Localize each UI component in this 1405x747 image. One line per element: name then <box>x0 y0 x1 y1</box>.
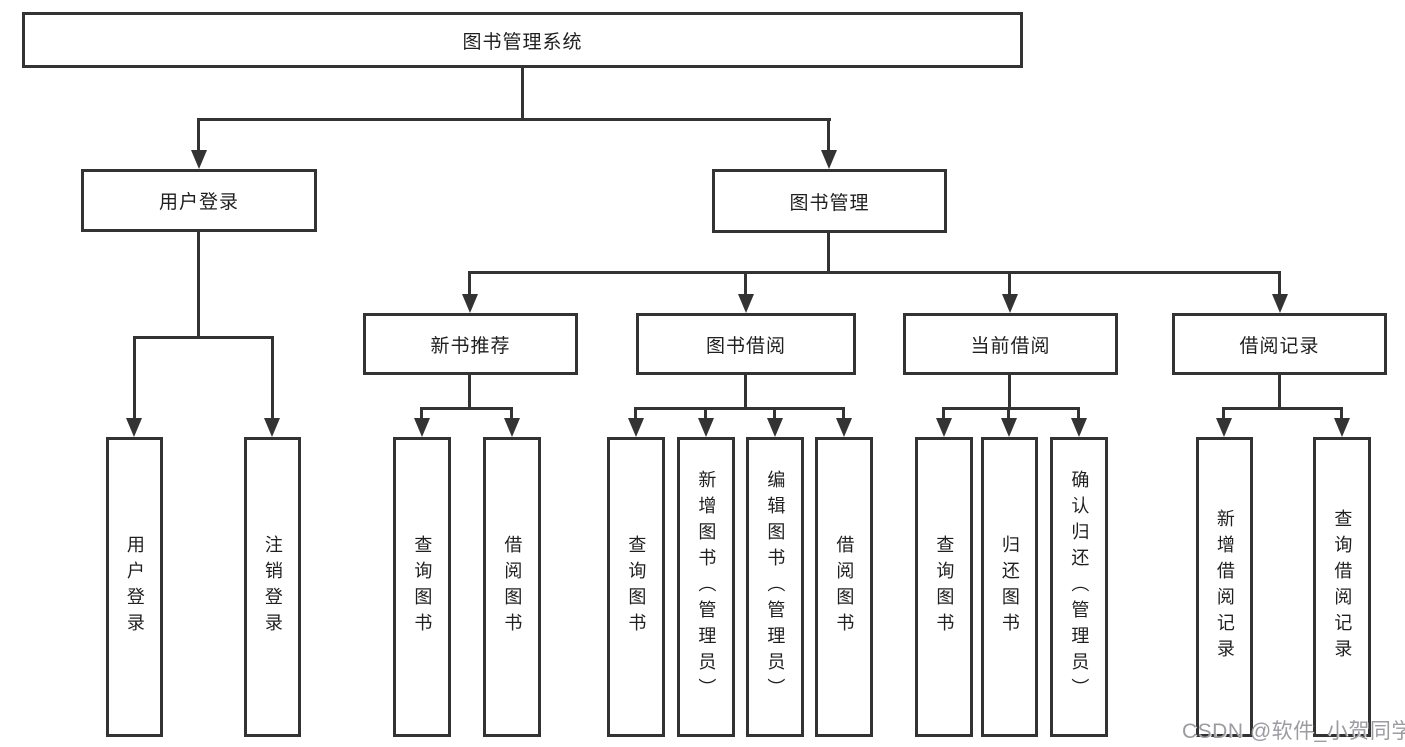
connector-login-stem <box>197 232 200 339</box>
arrow-down-g2-return-book <box>1001 418 1017 437</box>
leaf-recommend-query-books-label: 查询图书 <box>412 535 433 639</box>
connector-g3-stem <box>1278 375 1281 410</box>
arrow-down-g1-edit-book <box>767 418 783 437</box>
connector-level3-bus <box>468 271 1281 274</box>
connector-records-drop <box>1278 271 1281 297</box>
connector-g1-c0-drop <box>634 407 637 421</box>
arrow-down-g3-add-record <box>1216 418 1232 437</box>
arrow-down-g1-add-book <box>698 418 714 437</box>
connector-g3-c0-drop <box>1222 407 1225 421</box>
leaf-borrow-edit-book-admin: 编辑图书（管理员） <box>746 437 804 737</box>
arrow-down-g2-query-books <box>936 418 952 437</box>
node-root-system: 图书管理系统 <box>22 12 1023 68</box>
node-user-login-label: 用户登录 <box>158 192 239 213</box>
leaf-user-login: 用户登录 <box>106 437 163 737</box>
arrow-down-to-login <box>191 150 207 169</box>
connector-borrow-drop <box>744 271 747 297</box>
leaf-current-return-books: 归还图书 <box>981 437 1038 737</box>
arrow-down-g0-borrow-books <box>504 418 520 437</box>
connector-g3-bus <box>1222 407 1343 410</box>
arrow-down-g1-borrow-book <box>836 418 852 437</box>
leaf-borrow-query-books: 查询图书 <box>607 437 665 737</box>
leaf-recommend-borrow-books: 借阅图书 <box>483 437 541 737</box>
connector-g2-c0-drop <box>942 407 945 421</box>
node-current-borrow-label: 当前借阅 <box>970 335 1051 357</box>
arrow-down-to-management <box>821 150 837 169</box>
leaf-recommend-query-books: 查询图书 <box>393 437 451 737</box>
leaf-records-add-record-label: 新增借阅记录 <box>1214 509 1235 665</box>
connector-g1-c3-drop <box>842 407 845 421</box>
node-book-borrow-label: 图书借阅 <box>705 335 786 357</box>
arrow-down-g2-confirm-return <box>1071 418 1087 437</box>
connector-g0-bus <box>420 407 513 410</box>
connector-g1-c2-drop <box>773 407 776 421</box>
arrow-down-to-user-login-leaf <box>126 418 142 437</box>
leaf-logout-login-label: 注销登录 <box>262 535 283 639</box>
leaf-current-query-books: 查询图书 <box>915 437 973 737</box>
leaf-records-query-record-label: 查询借阅记录 <box>1332 509 1353 665</box>
leaf-borrow-borrow-books-label: 借阅图书 <box>834 535 855 639</box>
leaf-current-return-books-label: 归还图书 <box>999 535 1020 639</box>
node-user-login: 用户登录 <box>81 169 317 232</box>
arrow-down-to-new-book-recommend <box>462 294 478 313</box>
node-borrow-records: 借阅记录 <box>1172 313 1387 375</box>
connector-root-stem <box>521 68 524 121</box>
connector-login-child2-drop <box>271 336 274 420</box>
connector-current-drop <box>1008 271 1011 297</box>
leaf-borrow-borrow-books: 借阅图书 <box>815 437 873 737</box>
leaf-borrow-edit-book-admin-label: 编辑图书（管理员） <box>765 470 786 704</box>
leaf-borrow-query-books-label: 查询图书 <box>626 535 647 639</box>
arrow-down-to-current-borrow <box>1002 294 1018 313</box>
arrow-down-to-logout-leaf <box>264 418 280 437</box>
arrow-down-g0-query-books <box>414 418 430 437</box>
leaf-borrow-add-book-admin-label: 新增图书（管理员） <box>696 470 717 704</box>
node-book-management-label: 图书管理 <box>789 192 870 214</box>
connector-login-child1-drop <box>133 336 136 420</box>
connector-level2-bus <box>197 118 831 121</box>
leaf-recommend-borrow-books-label: 借阅图书 <box>502 535 523 639</box>
node-book-management: 图书管理 <box>712 169 947 233</box>
connector-g1-bus <box>634 407 845 410</box>
csdn-watermark: CSDN @软件_小贺同学 <box>1182 720 1405 743</box>
connector-g0-c1-drop <box>510 407 513 421</box>
node-new-book-recommend: 新书推荐 <box>363 313 578 375</box>
connector-g2-bus <box>942 407 1080 410</box>
connector-g0-c0-drop <box>420 407 423 421</box>
arrow-down-g1-query-books <box>628 418 644 437</box>
node-current-borrow: 当前借阅 <box>903 313 1118 375</box>
node-borrow-records-label: 借阅记录 <box>1239 335 1320 357</box>
connector-g3-c1-drop <box>1340 407 1343 421</box>
connector-g1-c1-drop <box>704 407 707 421</box>
connector-g1-stem <box>744 375 747 410</box>
connector-management-drop <box>827 118 830 154</box>
node-new-book-recommend-label: 新书推荐 <box>430 335 511 357</box>
leaf-logout-login: 注销登录 <box>244 437 301 737</box>
connector-g0-stem <box>468 375 471 410</box>
connector-management-stem <box>827 232 830 274</box>
node-root-system-label: 图书管理系统 <box>462 31 583 53</box>
leaf-records-add-record: 新增借阅记录 <box>1196 437 1253 737</box>
leaf-current-query-books-label: 查询图书 <box>934 535 955 639</box>
connector-g2-c2-drop <box>1077 407 1080 421</box>
leaf-current-confirm-return-admin: 确认归还（管理员） <box>1050 437 1108 737</box>
connector-recommend-drop <box>468 271 471 297</box>
arrow-down-g3-query-record <box>1334 418 1350 437</box>
leaf-current-confirm-return-admin-label: 确认归还（管理员） <box>1069 470 1090 704</box>
arrow-down-to-borrow-records <box>1272 294 1288 313</box>
leaf-borrow-add-book-admin: 新增图书（管理员） <box>677 437 735 737</box>
connector-g2-c1-drop <box>1007 407 1010 421</box>
connector-login-drop <box>197 118 200 154</box>
leaf-records-query-record: 查询借阅记录 <box>1313 437 1371 737</box>
connector-g2-stem <box>1008 375 1011 410</box>
node-book-borrow: 图书借阅 <box>636 313 856 375</box>
leaf-user-login-label: 用户登录 <box>124 535 145 639</box>
connector-login-bus <box>133 336 274 339</box>
arrow-down-to-book-borrow <box>738 294 754 313</box>
